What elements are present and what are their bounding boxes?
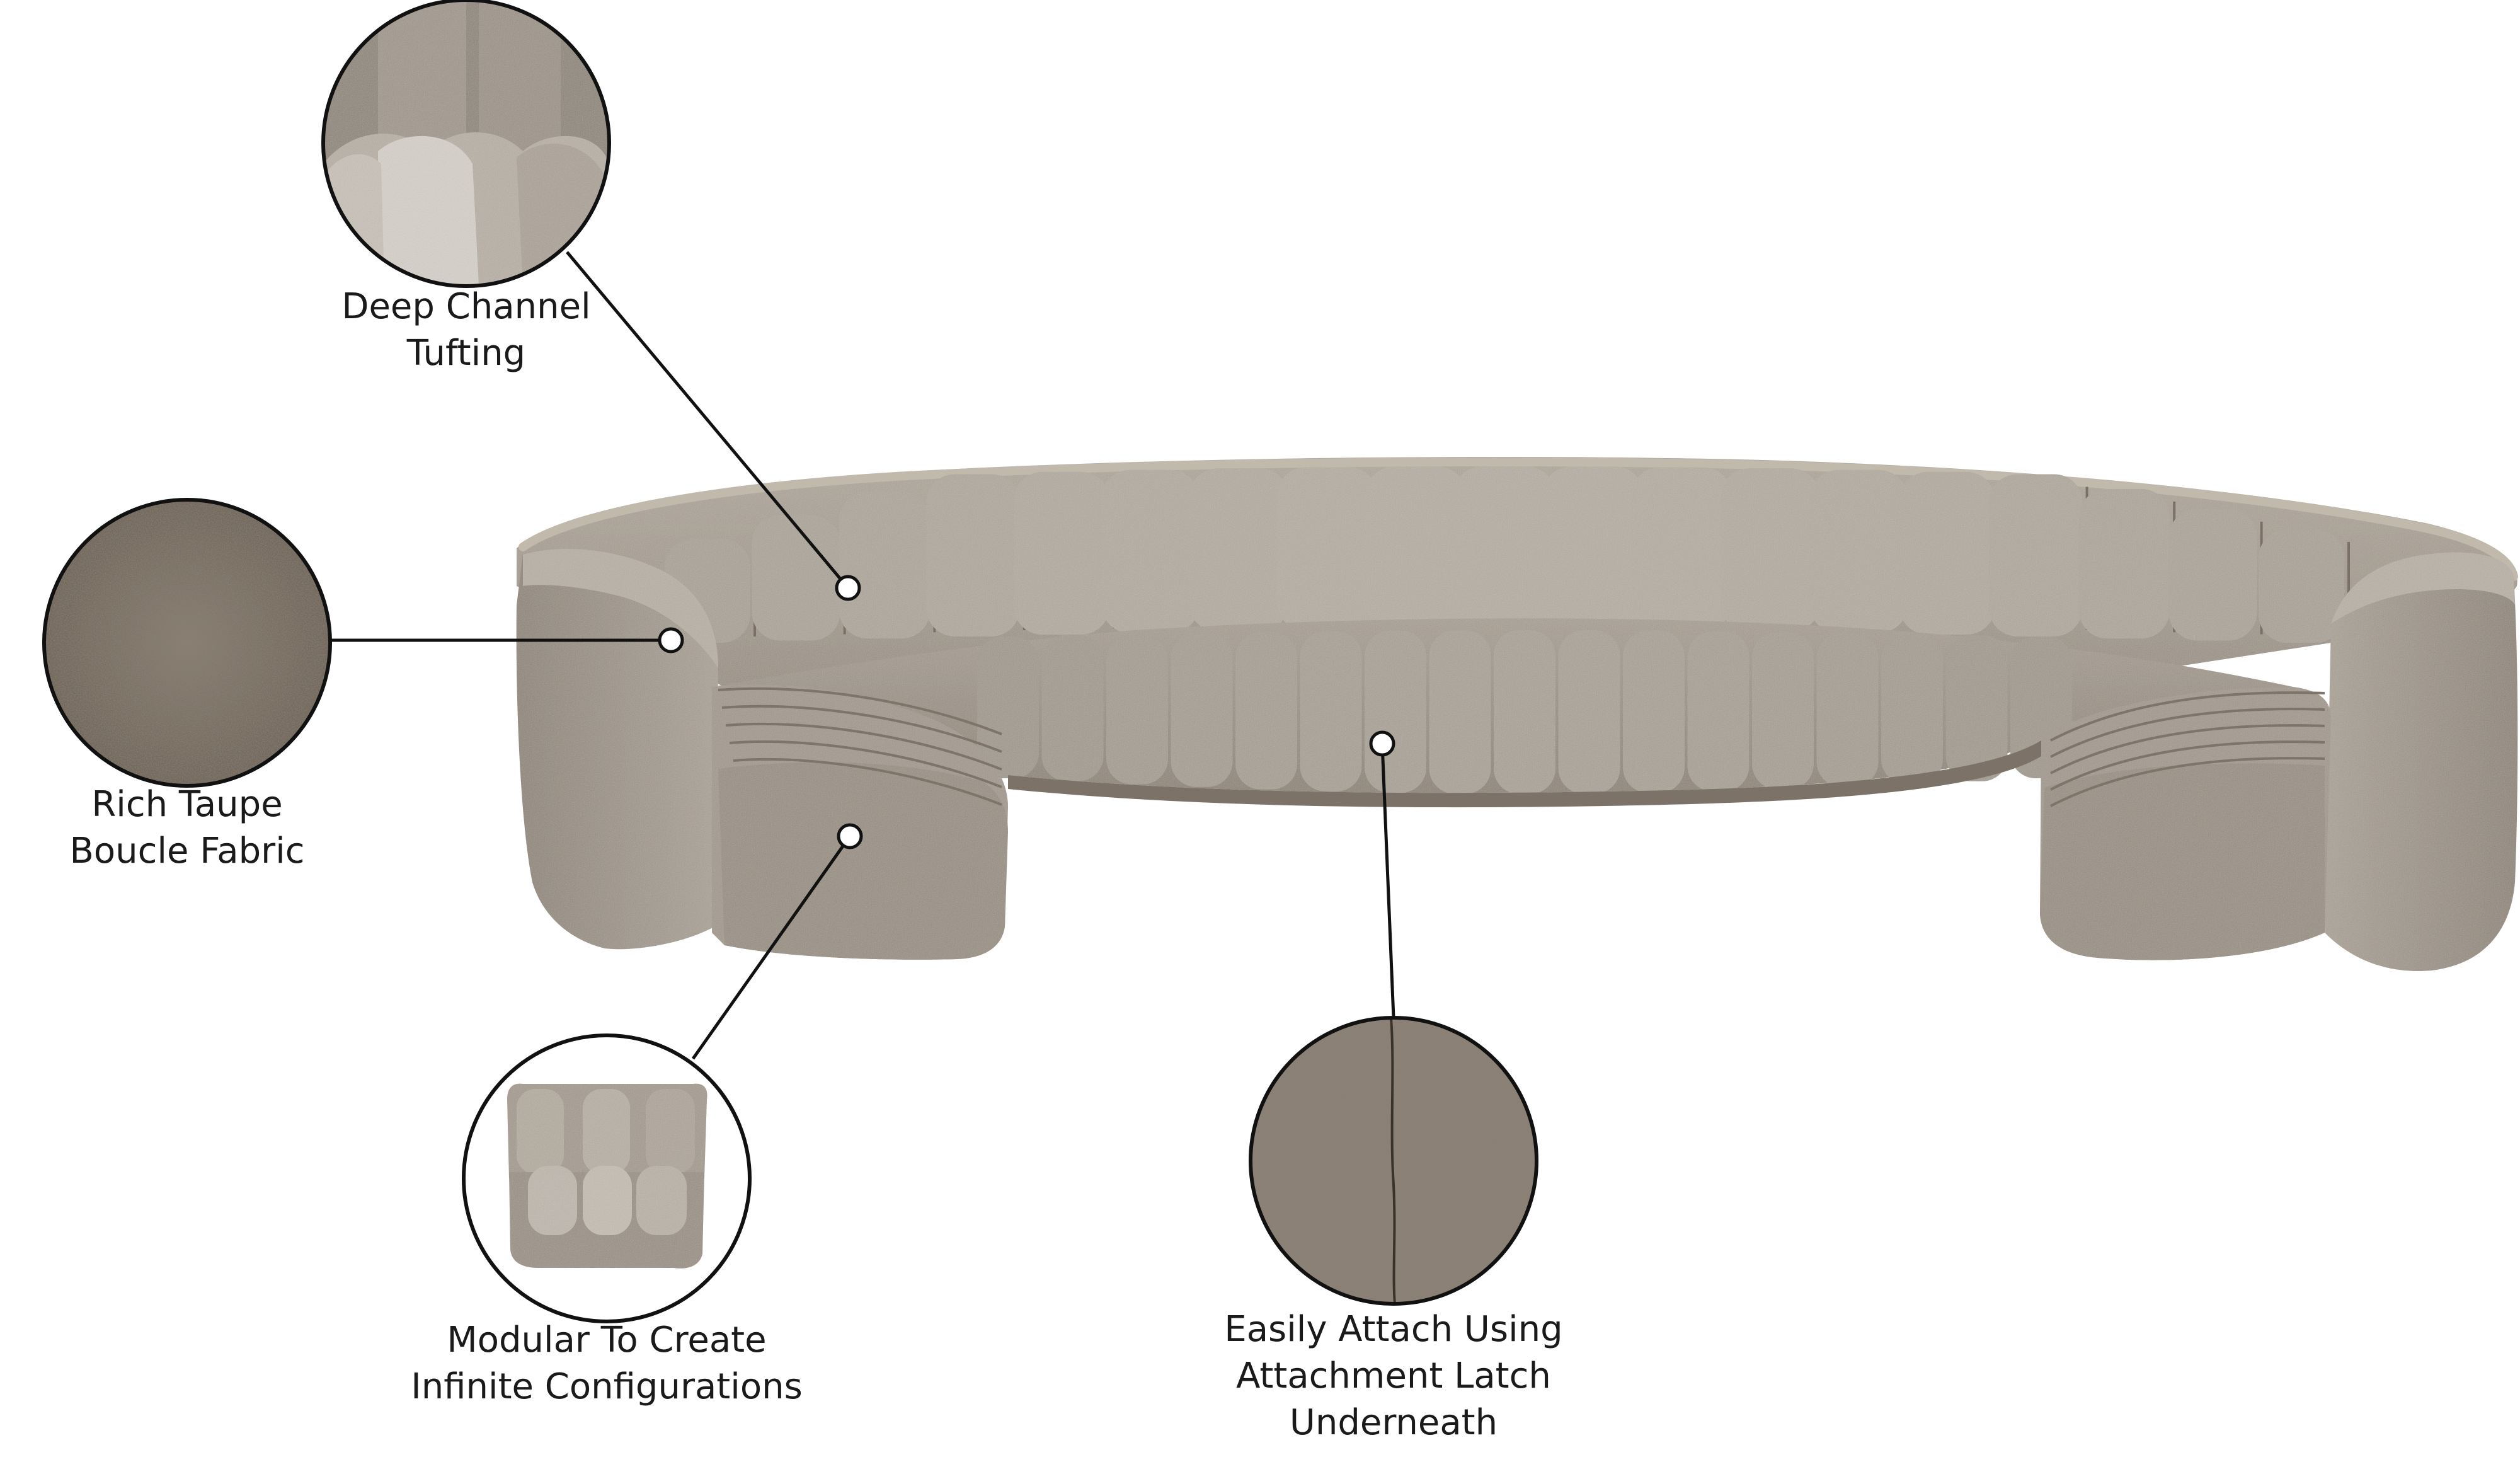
- callout-modular-line2: Infinite Configurations: [411, 1366, 803, 1407]
- seat-channel-cushions: [977, 630, 2072, 794]
- leader-line-modular: [691, 835, 852, 1060]
- leader-line-latch: [1380, 743, 1395, 1018]
- callout-fabric-line2: Boucle Fabric: [69, 831, 305, 872]
- right-seat-channels: [2050, 691, 2325, 807]
- modular-chair-thumbnail-icon: [462, 1033, 752, 1323]
- left-seat-channels: [718, 687, 1002, 806]
- callout-dots: [658, 575, 1395, 849]
- callout-label-fabric: Rich Taupe Boucle Fabric: [69, 781, 304, 875]
- right-seat-front: [2040, 763, 2325, 960]
- sofa-front-base: [1008, 740, 2041, 808]
- callout-label-modular: Modular To Create Infinite Configuration…: [411, 1317, 803, 1410]
- boucle-fabric-swatch-icon: [42, 498, 332, 788]
- leader-line-tufting: [566, 251, 849, 589]
- sofa-top-rim: [518, 457, 2518, 581]
- callout-tufting-line2: Tufting: [406, 333, 526, 374]
- marker-dot-latch: [1369, 730, 1395, 757]
- back-channel-cushions: [665, 466, 2350, 643]
- callout-lines: [330, 251, 1395, 1060]
- attachment-seam-detail-icon: [1249, 1016, 1538, 1306]
- callout-modular-line1: Modular To Create: [447, 1320, 767, 1361]
- callout-latch-line1: Easily Attach Using: [1224, 1309, 1563, 1350]
- sectional-sofa: [516, 457, 2518, 971]
- callout-tufting-line1: Deep Channel: [341, 286, 591, 327]
- marker-dot-fabric: [658, 627, 684, 653]
- left-seat-front: [718, 762, 1008, 960]
- callout-label-latch: Easily Attach Using Attachment Latch Und…: [1224, 1306, 1562, 1446]
- channel-tufting-detail-icon: [321, 0, 611, 288]
- callout-fabric-line1: Rich Taupe: [91, 784, 283, 825]
- callout-label-tufting: Deep Channel Tufting: [341, 284, 590, 377]
- marker-dot-tufting: [835, 575, 861, 601]
- right-arm-top: [2331, 552, 2515, 624]
- marker-dot-modular: [837, 823, 863, 849]
- callout-latch-line2: Attachment Latch: [1236, 1356, 1551, 1396]
- callout-latch-line3: Underneath: [1289, 1402, 1498, 1443]
- left-arm-top: [523, 548, 718, 668]
- right-arm: [2325, 552, 2518, 971]
